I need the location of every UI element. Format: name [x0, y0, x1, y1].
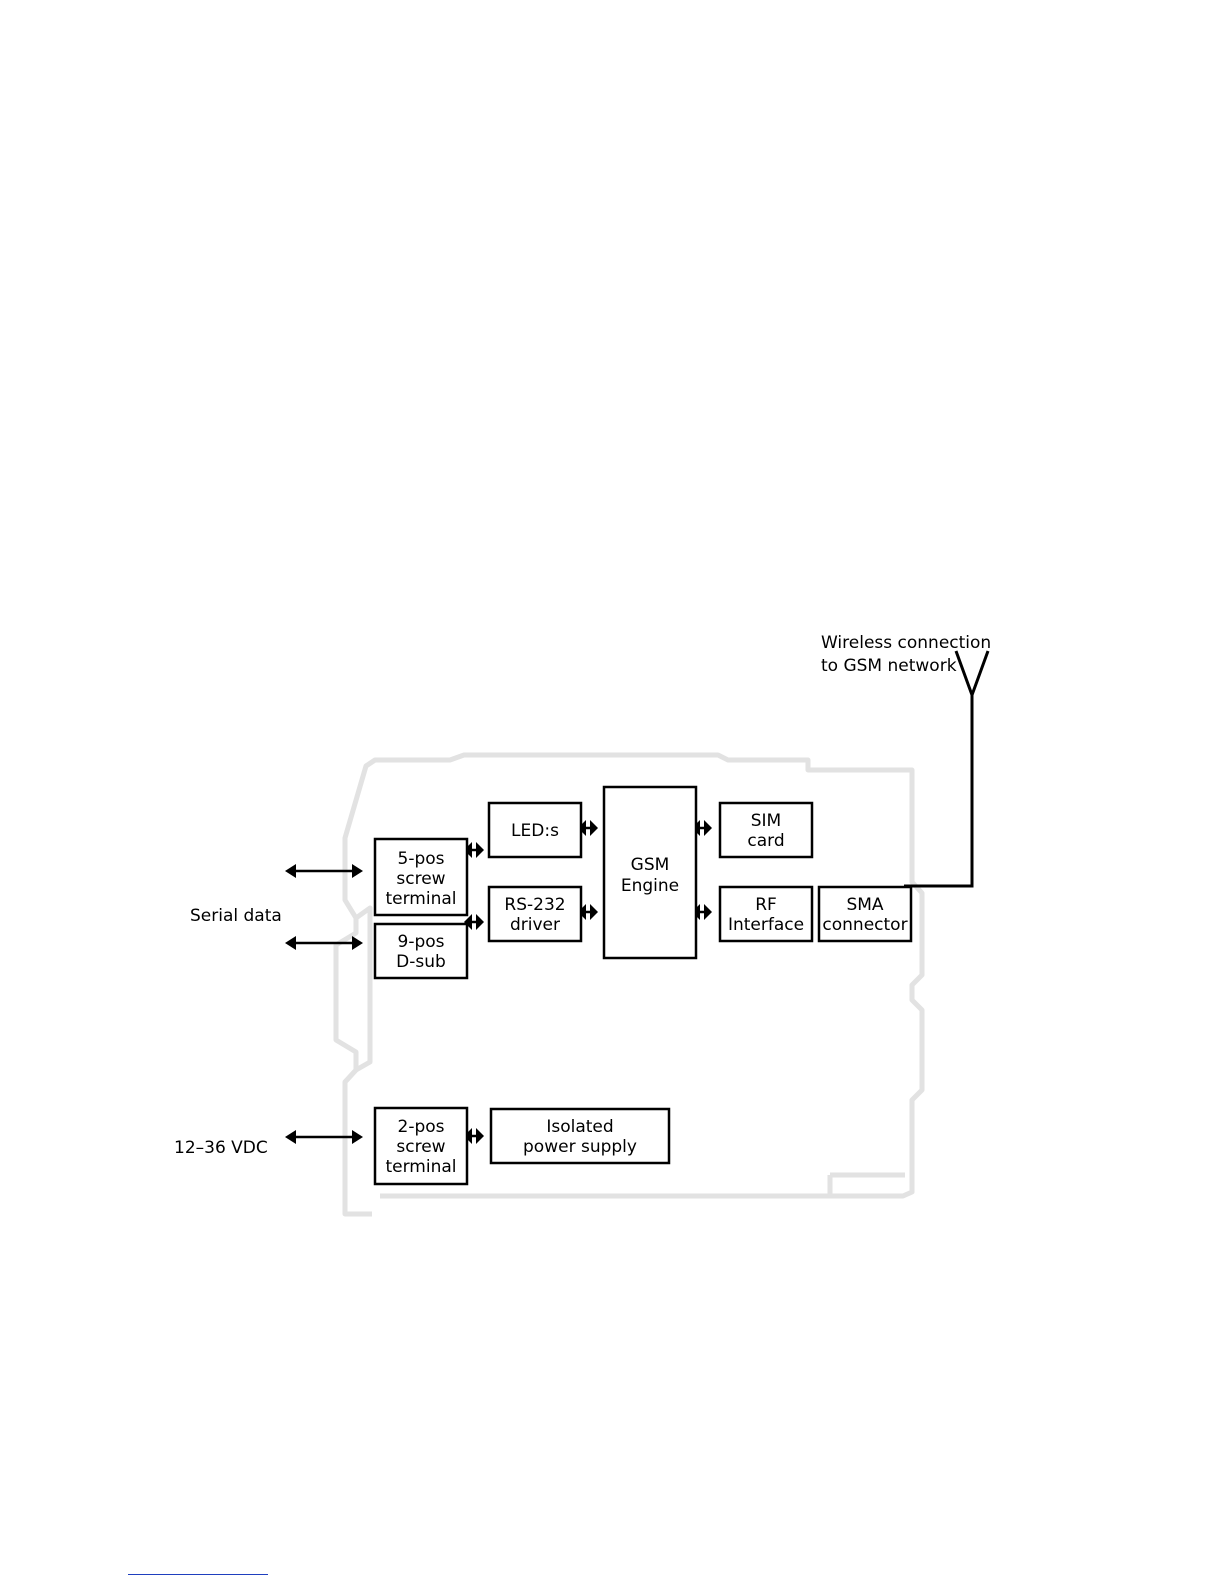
block-label-line: card: [747, 831, 784, 851]
power-input-label: 12–36 VDC: [174, 1138, 268, 1158]
block-label-line: LED:s: [511, 821, 559, 841]
block-leds: LED:s: [489, 803, 581, 857]
block-rf-interface: RF Interface: [720, 887, 812, 941]
block-label-line: D-sub: [396, 952, 446, 972]
block-label-line: Isolated: [546, 1117, 613, 1137]
block-gsm-engine: GSM Engine: [604, 787, 696, 958]
block-label-line: screw: [396, 1137, 445, 1157]
block-label-line: GSM: [631, 855, 670, 875]
block-sim-card: SIM card: [720, 803, 812, 857]
block-rs-232-driver: RS-232 driver: [489, 887, 581, 941]
block-label-line: connector: [822, 915, 907, 935]
block-isolated-power-supply: Isolated power supply: [491, 1109, 669, 1163]
power-arrow: [285, 1130, 363, 1144]
housing-notch: [830, 1175, 905, 1196]
block-label-line: 5-pos: [398, 849, 445, 869]
block-5-pos-screw-terminal: 5-pos screw terminal: [375, 839, 467, 915]
block-sma-connector: SMA connector: [819, 887, 911, 941]
footer-rule: [128, 1574, 268, 1575]
block-label-line: power supply: [523, 1137, 637, 1157]
block-label-line: RF: [755, 895, 777, 915]
antenna-label-line: to GSM network: [821, 656, 957, 676]
block-label-line: SMA: [846, 895, 883, 915]
block-label-line: SIM: [751, 811, 781, 831]
block-label-line: driver: [510, 915, 560, 935]
block-2-pos-screw-terminal: 2-pos screw terminal: [375, 1108, 467, 1184]
block-label-line: RS-232: [504, 895, 565, 915]
block-label-line: 2-pos: [398, 1117, 445, 1137]
antenna-icon: [904, 651, 988, 886]
block-label-line: Engine: [621, 876, 679, 896]
block-label-line: Interface: [728, 915, 804, 935]
block-9-pos-d-sub: 9-pos D-sub: [375, 924, 467, 978]
serial-data-label: Serial data: [190, 906, 282, 926]
block-label-line: terminal: [385, 1157, 456, 1177]
antenna-label-line: Wireless connection: [821, 633, 991, 653]
block-label-line: screw: [396, 869, 445, 889]
block-label-line: 9-pos: [398, 932, 445, 952]
block-label-line: terminal: [385, 889, 456, 909]
serial-arrow-top: [285, 864, 363, 878]
